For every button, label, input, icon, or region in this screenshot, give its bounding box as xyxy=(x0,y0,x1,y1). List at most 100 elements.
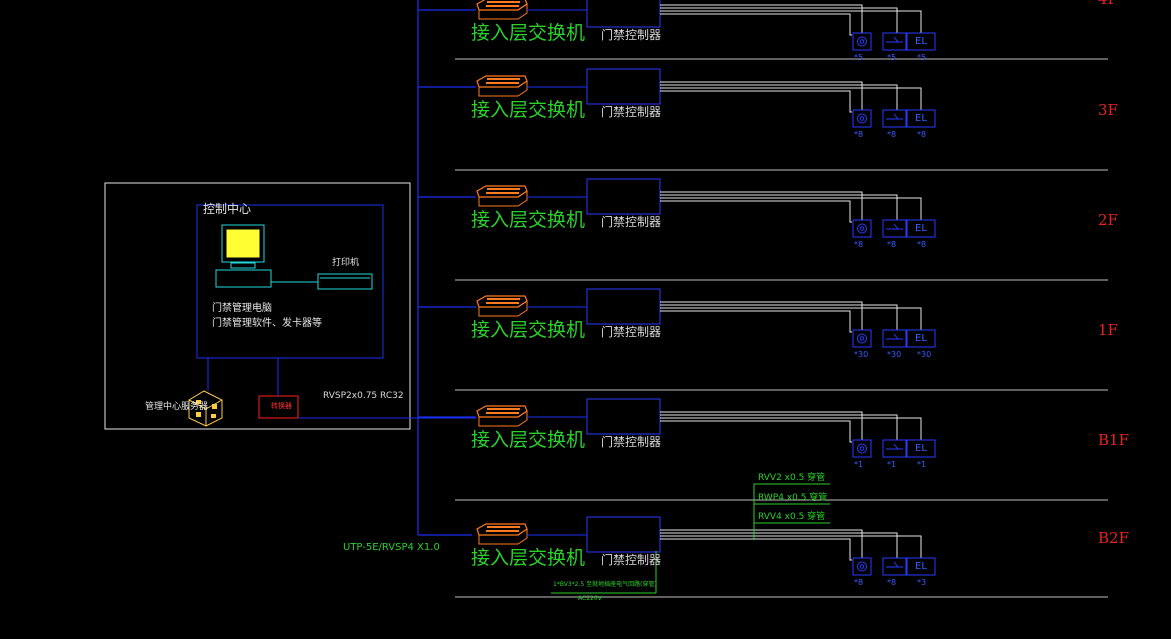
device-count-label: *8 xyxy=(854,240,864,249)
switch-label: 接入层交换机 xyxy=(471,547,586,569)
device-wire xyxy=(660,197,922,220)
device-wire xyxy=(660,538,852,561)
electric-lock-label: EL xyxy=(915,36,927,47)
electric-lock-icon xyxy=(906,109,936,128)
switch-icon xyxy=(476,0,528,20)
device-wire xyxy=(660,84,898,110)
device-wire xyxy=(660,81,863,110)
power-cable-label-line2: AC220V xyxy=(578,595,602,602)
printer-label: 打印机 xyxy=(332,258,360,268)
electric-lock-icon xyxy=(906,329,936,348)
card-reader-icon xyxy=(852,109,872,128)
door-controller-label: 门禁控制器 xyxy=(601,435,662,449)
floor-label: 1F xyxy=(1098,321,1118,339)
device-wire xyxy=(660,4,863,33)
exit-button-icon xyxy=(882,219,907,238)
device-wire xyxy=(660,535,922,558)
device-wire xyxy=(660,414,898,440)
card-reader-icon xyxy=(852,329,872,348)
electric-lock-icon xyxy=(906,439,936,458)
switch-icon xyxy=(476,523,528,545)
electric-lock-label: EL xyxy=(915,333,927,344)
pc-label-line1: 门禁管理电脑 xyxy=(212,303,272,314)
device-count-label: *8 xyxy=(917,130,927,139)
server-icon xyxy=(188,390,223,427)
card-reader-icon xyxy=(852,439,872,458)
exit-button-icon xyxy=(882,109,907,128)
door-controller-box xyxy=(586,68,661,105)
door-controller-label: 门禁控制器 xyxy=(601,215,662,229)
converter-label: 转换器 xyxy=(271,402,292,410)
switch-label: 接入层交换机 xyxy=(471,209,586,231)
device-count-label: *30 xyxy=(917,350,932,359)
device-count-label: *30 xyxy=(887,350,902,359)
door-controller-box xyxy=(586,516,661,553)
device-wire xyxy=(660,420,852,443)
device-count-label: *8 xyxy=(854,130,864,139)
device-count-label: *5 xyxy=(854,53,864,62)
electric-lock-icon xyxy=(906,557,936,576)
device-wire xyxy=(660,529,863,558)
device-count-label: *5 xyxy=(917,53,927,62)
device-wire xyxy=(660,200,852,223)
floor-row-3f xyxy=(418,68,1108,171)
device-wire xyxy=(660,310,852,333)
device-wire xyxy=(660,10,922,33)
device-count-label: *1 xyxy=(854,460,864,469)
device-count-label: *30 xyxy=(854,350,869,359)
control-center-title: 控制中心 xyxy=(203,202,252,216)
switch-label: 接入层交换机 xyxy=(471,429,586,451)
signal-cable-label-2: RWP4 x0.5 穿管 xyxy=(758,493,828,503)
device-count-label: *8 xyxy=(887,578,897,587)
floor-row-b1f xyxy=(418,398,1108,501)
exit-button-icon xyxy=(882,329,907,348)
device-wire xyxy=(660,532,898,558)
floor-label: 4F xyxy=(1098,0,1118,7)
device-wire xyxy=(660,7,898,33)
door-controller-box xyxy=(586,0,661,28)
floor-row-1f xyxy=(418,288,1108,391)
device-count-label: *3 xyxy=(917,578,927,587)
electric-lock-icon xyxy=(906,32,936,51)
device-wire xyxy=(660,194,898,220)
door-controller-label: 门禁控制器 xyxy=(601,553,662,567)
floor-label: 2F xyxy=(1098,211,1118,229)
control-center-frame xyxy=(104,182,411,430)
device-count-label: *8 xyxy=(854,578,864,587)
floor-label: B1F xyxy=(1098,431,1129,449)
electric-lock-label: EL xyxy=(915,561,927,572)
exit-button-icon xyxy=(882,439,907,458)
electric-lock-label: EL xyxy=(915,113,927,124)
switch-icon xyxy=(476,405,528,427)
device-wire xyxy=(660,411,863,440)
device-wire xyxy=(660,13,852,36)
floor-label: 3F xyxy=(1098,101,1118,119)
device-wire xyxy=(660,301,863,330)
electric-lock-label: EL xyxy=(915,223,927,234)
switch-label: 接入层交换机 xyxy=(471,22,586,44)
switch-icon xyxy=(476,295,528,317)
floor-row-4f xyxy=(418,0,1108,60)
computer-monitor-icon xyxy=(215,224,272,288)
device-wire xyxy=(660,417,922,440)
device-count-label: *5 xyxy=(887,53,897,62)
door-controller-box xyxy=(586,398,661,435)
device-count-label: *8 xyxy=(887,240,897,249)
door-controller-box xyxy=(586,178,661,215)
backbone-cable-label: UTP-5E/RVSP4 X1.0 xyxy=(343,542,440,553)
printer-icon xyxy=(317,273,373,290)
trunk-cable-label: RVSP2x0.75 RC32 xyxy=(323,391,404,401)
device-wire xyxy=(660,87,922,110)
door-controller-label: 门禁控制器 xyxy=(601,28,662,42)
door-controller-label: 门禁控制器 xyxy=(601,325,662,339)
device-wire xyxy=(660,304,898,330)
device-count-label: *8 xyxy=(917,240,927,249)
switch-label: 接入层交换机 xyxy=(471,319,586,341)
floor-row-2f xyxy=(418,178,1108,281)
device-wire xyxy=(660,191,863,220)
floor-row-b2f xyxy=(455,516,1108,598)
electric-lock-label: EL xyxy=(915,443,927,454)
card-reader-icon xyxy=(852,32,872,51)
server-label: 管理中心服务器 xyxy=(145,402,209,412)
